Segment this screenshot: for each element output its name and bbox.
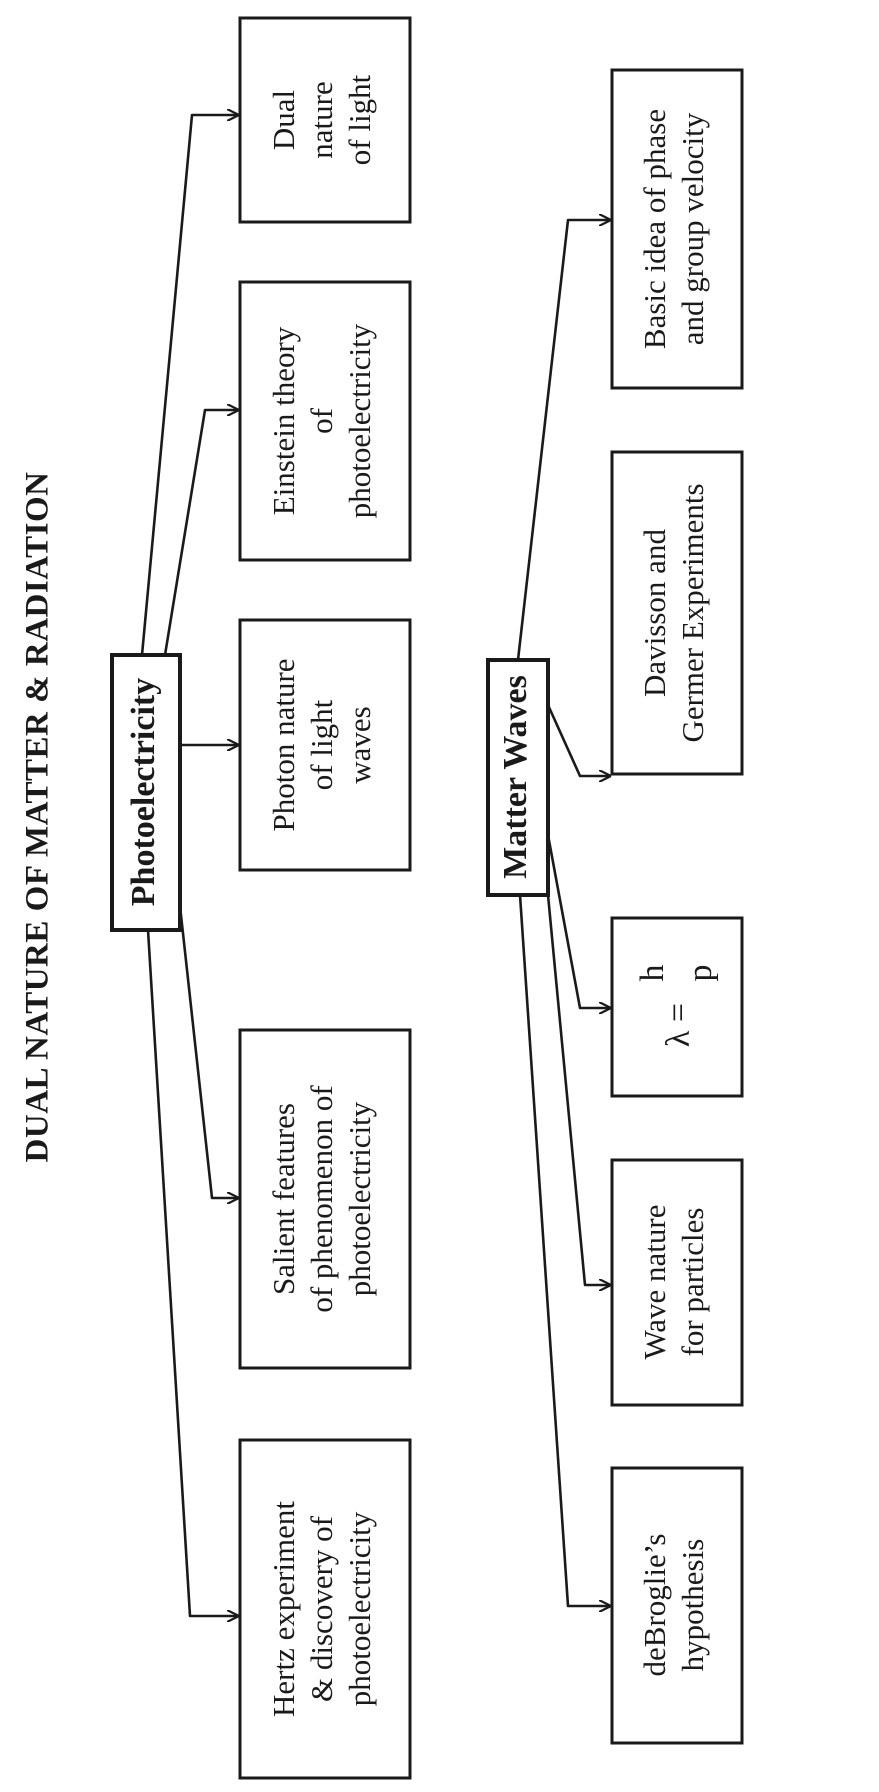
- node-dual-line-3: of light: [342, 74, 377, 165]
- formula-lhs: λ =: [660, 1003, 697, 1047]
- node-photon-line-3: waves: [342, 706, 377, 783]
- node-phase-group-velocity: Basic idea of phase and group velocity: [610, 68, 744, 390]
- formula-denominator: p: [682, 965, 719, 982]
- edge-photo-salient: [178, 904, 240, 1198]
- node-wave-nature-particles: Wave nature for particles: [610, 1158, 744, 1407]
- node-einstein-line-3: photoelectricity: [342, 323, 377, 518]
- hub-photoelectricity-label: Photoelectricity: [125, 678, 162, 906]
- formula-numerator: h: [634, 965, 671, 982]
- node-debroglie-line-2: hypothesis: [675, 1539, 710, 1672]
- node-dual-line-2: nature: [304, 81, 339, 158]
- node-salient-features: Salient features of phenomenon of photoe…: [238, 1028, 412, 1370]
- edge-photo-einstein: [163, 410, 240, 657]
- node-debroglie-hypothesis: deBroglie’s hypothesis: [610, 1466, 744, 1745]
- node-photon-line-1: Photon nature: [266, 658, 301, 831]
- node-wave-nature-line-2: for particles: [675, 1208, 710, 1357]
- edge-matter-debroglie: [518, 893, 612, 1606]
- node-debroglie-line-1: deBroglie’s: [637, 1534, 672, 1677]
- node-einstein-theory: Einstein theory of photoelectricity: [238, 280, 412, 562]
- node-davisson-line-1: Davisson and: [637, 529, 672, 697]
- node-davisson-line-2: Germer Experiments: [675, 483, 710, 742]
- node-salient-line-2: of phenomenon of: [304, 1085, 339, 1313]
- node-wave-nature-line-1: Wave nature: [637, 1205, 672, 1360]
- node-phase-line-2: and group velocity: [675, 112, 710, 345]
- edge-photo-dual: [140, 115, 240, 657]
- node-hertz-line-3: photoelectricity: [342, 1511, 377, 1706]
- node-dual-line-1: Dual: [266, 90, 301, 150]
- node-phase-line-1: Basic idea of phase: [637, 109, 672, 349]
- node-davisson-germer: Davisson and Germer Experiments: [610, 450, 744, 776]
- hub-photoelectricity: Photoelectricity: [110, 653, 182, 932]
- matter-waves-edges: [516, 220, 612, 1606]
- edge-photo-hertz: [146, 928, 240, 1616]
- node-einstein-line-1: Einstein theory: [266, 326, 301, 515]
- node-einstein-line-2: of: [304, 407, 339, 434]
- edge-matter-wave-nature: [546, 893, 612, 1285]
- diagram-title: DUAL NATURE OF MATTER & RADIATION: [20, 472, 56, 1163]
- node-hertz-line-2: & discovery of: [304, 1515, 339, 1702]
- node-salient-line-1: Salient features: [266, 1103, 301, 1295]
- hub-matter-waves-label: Matter Waves: [497, 675, 534, 879]
- edge-matter-davisson: [546, 703, 612, 776]
- node-hertz-line-1: Hertz experiment: [266, 1501, 301, 1717]
- edge-matter-formula: [546, 833, 612, 1008]
- node-debroglie-formula: λ = h p: [610, 916, 744, 1098]
- node-dual-nature: Dual nature of light: [238, 16, 412, 224]
- hub-matter-waves: Matter Waves: [486, 658, 550, 897]
- node-hertz-experiment: Hertz experiment & discovery of photoele…: [238, 1438, 412, 1780]
- node-photon-line-2: of light: [304, 699, 339, 790]
- edge-matter-phase: [516, 220, 612, 662]
- photoelectricity-edges: [140, 115, 240, 1616]
- node-photon-nature: Photon nature of light waves: [238, 618, 412, 872]
- node-salient-line-3: photoelectricity: [342, 1101, 377, 1296]
